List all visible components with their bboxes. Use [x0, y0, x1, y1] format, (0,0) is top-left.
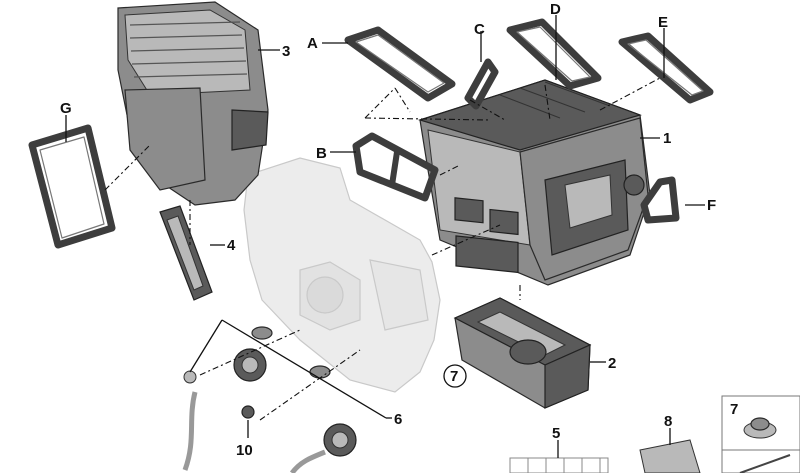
callout-b: B [316, 145, 327, 162]
gasket-part-c [464, 58, 499, 110]
callout-c: C [474, 21, 485, 38]
gasket-part-e [618, 32, 714, 104]
sidebox: 7 [721, 395, 800, 473]
gasket-part-d [506, 18, 602, 90]
callout-8: 8 [664, 413, 672, 430]
callout-1: 1 [663, 130, 671, 147]
actuator-group-part6 [182, 326, 357, 473]
callout-a: A [307, 35, 318, 52]
callout-2: 2 [608, 355, 616, 372]
part5-grid [509, 457, 609, 473]
gasket-part-f [640, 176, 680, 224]
callout-4: 4 [227, 237, 236, 254]
leader-lines [65, 15, 705, 458]
callout-e: E [658, 14, 668, 31]
heater-unit-part2 [453, 297, 592, 409]
callout-6: 6 [394, 411, 402, 428]
callout-7: 7 [450, 368, 458, 385]
gasket-part-a [344, 26, 456, 102]
ghost-housing [243, 157, 441, 393]
sidebox-label: 7 [730, 401, 738, 418]
strip-part4 [159, 205, 213, 301]
callout-labels: A B C D E F G 1 2 3 4 5 6 7 8 10 [60, 1, 716, 459]
callout-7-circle [443, 364, 467, 388]
callout-3: 3 [282, 43, 290, 60]
gasket-part-g [28, 124, 116, 249]
callout-10: 10 [236, 442, 253, 459]
callout-d: D [550, 1, 561, 18]
callout-f: F [707, 197, 716, 214]
part8-block [639, 439, 701, 473]
callout-5: 5 [552, 425, 560, 442]
hvac-unit-part1 [417, 79, 651, 286]
blower-housing-part3 [117, 1, 269, 206]
gasket-part-b [352, 132, 439, 202]
assembly-lines [104, 77, 661, 421]
callout-g: G [60, 100, 72, 117]
